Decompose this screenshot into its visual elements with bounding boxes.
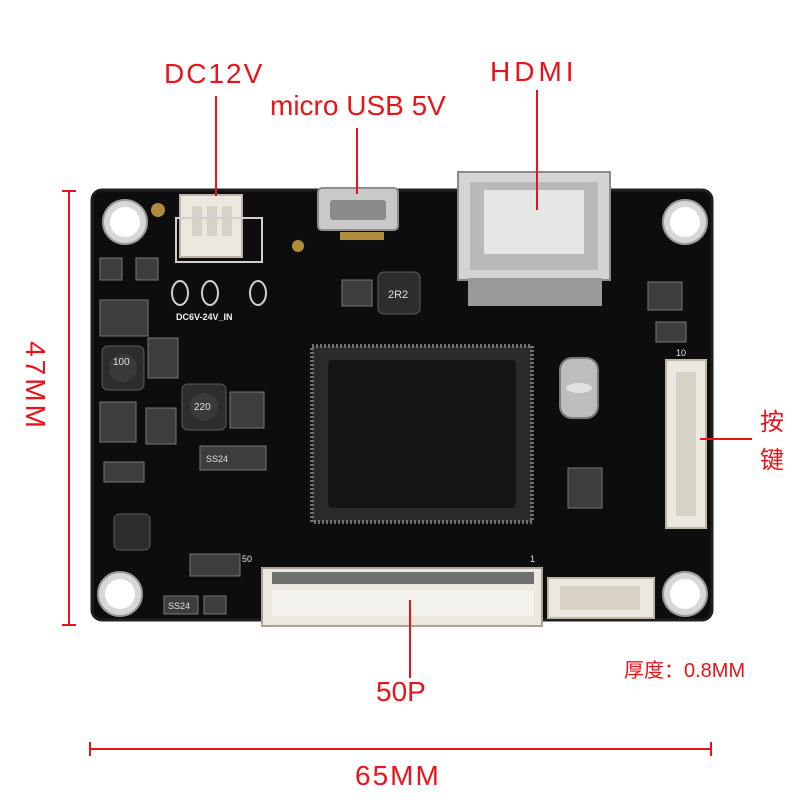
crystal-oscillator [559, 357, 599, 419]
width-dim-cap-right [710, 742, 712, 756]
width-dim-line [90, 748, 712, 750]
micro-usb-port [292, 187, 399, 252]
inductor-small [113, 513, 151, 551]
height-dim-line [68, 190, 70, 626]
main-processor-chip [310, 344, 534, 524]
hdmi-label: HDMI [490, 56, 578, 87]
smd-components [99, 257, 687, 615]
usb-label: micro USB 5V [270, 90, 446, 121]
silk-diode-b: SS24 [168, 601, 190, 611]
thickness-label: 厚度：0.8MM [624, 660, 746, 682]
silk-inductor-220: 220 [194, 402, 211, 413]
fpc-50p-connector [261, 567, 543, 627]
keys-leader-line [700, 438, 752, 440]
mounting-hole-top-right [662, 199, 708, 245]
keys-label-2: 键 [760, 447, 784, 474]
silk-power-input: DC6V-24V_IN [176, 312, 233, 322]
silk-inductor-100: 100 [113, 357, 130, 368]
mounting-hole-bottom-right [662, 571, 708, 617]
mounting-hole-top-left [102, 199, 148, 245]
height-dim-cap-bottom [62, 624, 76, 626]
usb-leader-line [356, 128, 358, 194]
inductor-220 [181, 383, 227, 431]
height-label: 47MM [19, 341, 51, 431]
hdmi-leader-line [536, 90, 538, 210]
small-connector [547, 577, 655, 619]
dc-label: DC12V [164, 58, 265, 89]
silk-pin-10: 10 [676, 348, 686, 358]
hdmi-port [457, 171, 611, 306]
inductor-100 [101, 345, 145, 391]
dc-power-connector [151, 194, 263, 263]
height-dim-cap-top [62, 190, 76, 192]
width-dim-cap-left [89, 742, 91, 756]
50p-label: 50P [376, 676, 426, 707]
keys-label-1: 按 [760, 409, 784, 436]
button-connector [665, 359, 707, 529]
width-label: 65MM [355, 760, 441, 791]
silk-pin-50: 50 [242, 554, 252, 564]
50p-leader-line [409, 600, 411, 678]
silk-pin-1: 1 [530, 554, 535, 564]
silk-diode-a: SS24 [206, 454, 228, 464]
mounting-hole-bottom-left [97, 571, 143, 617]
dc-leader-line [215, 96, 217, 196]
silk-inductor-2r2: 2R2 [388, 289, 408, 301]
power-pads [171, 280, 267, 306]
inductor-2r2 [377, 271, 421, 315]
